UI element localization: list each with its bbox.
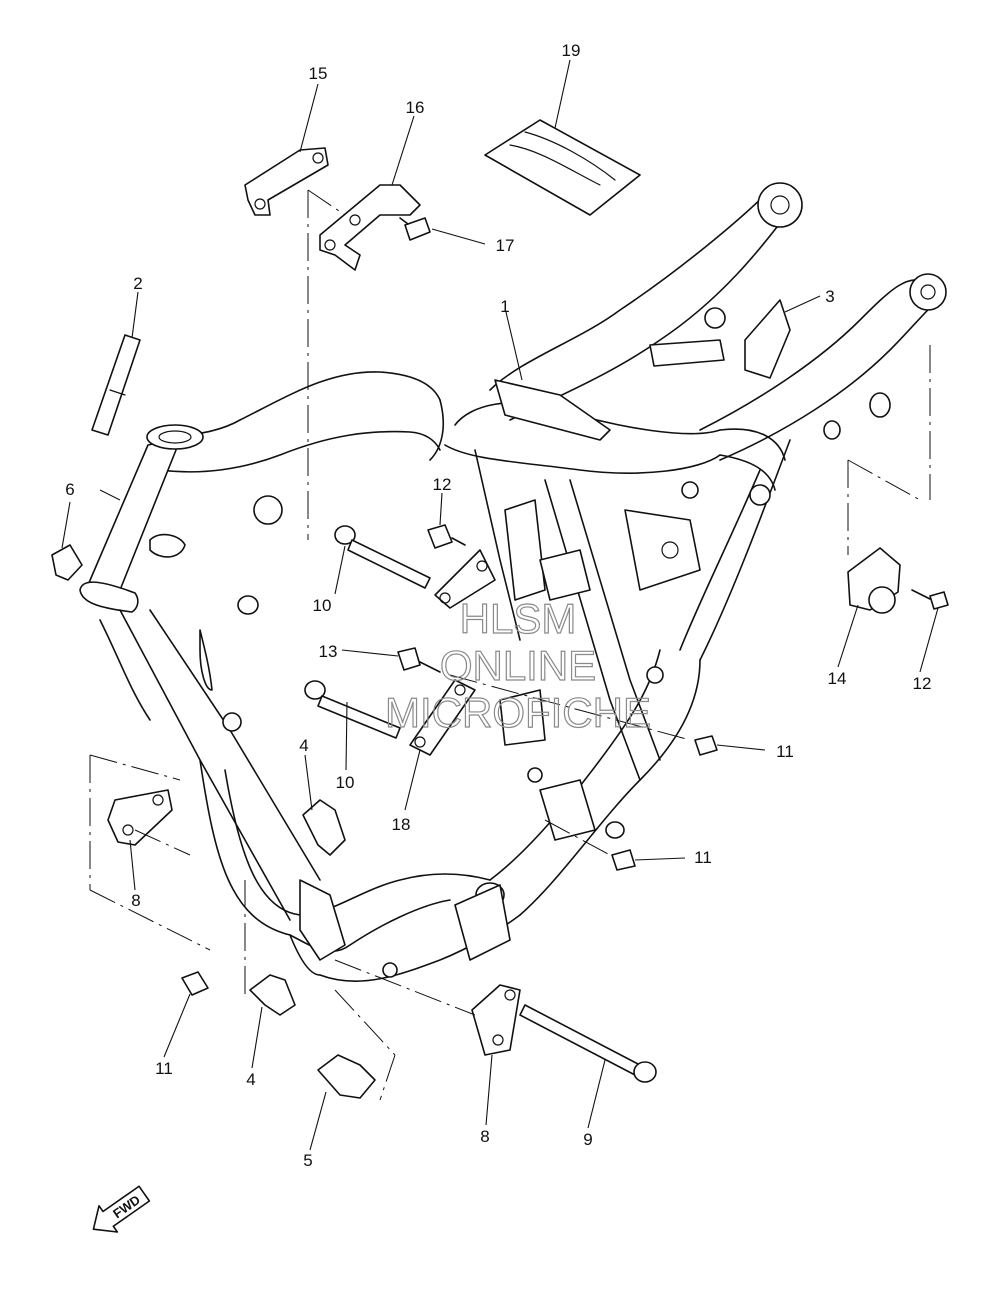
part-2-sticker <box>91 334 141 436</box>
callout-1: 1 <box>500 297 509 316</box>
callout-15: 12 <box>913 674 932 693</box>
callout-16: 16 <box>406 98 425 117</box>
watermark-line-3: MICROFICHE <box>385 689 651 736</box>
callout-6: 6 <box>65 480 74 499</box>
part-4-clamp-lower <box>249 974 296 1016</box>
callout-5: 5 <box>303 1151 312 1170</box>
callout-19: 19 <box>562 41 581 60</box>
part-14-bushing-bracket <box>847 547 901 614</box>
main-frame <box>79 182 947 982</box>
part-11-nut-right-lower <box>611 849 636 871</box>
part-18-engine-bracket-lower <box>409 679 476 756</box>
part-3-plate <box>744 299 791 379</box>
part-15-bolt <box>911 589 949 610</box>
part-12-bolt-upper <box>427 524 466 549</box>
part-13-bracket <box>244 147 329 216</box>
callout-10-upper: 10 <box>313 596 332 615</box>
part-5-clamp <box>317 1054 376 1099</box>
callout-2: 2 <box>133 274 142 293</box>
watermark: HLSM ONLINE MICROFICHE <box>384 594 651 736</box>
callout-4-lower: 4 <box>246 1070 255 1089</box>
callout-11-left: 11 <box>155 1059 173 1078</box>
part-10-bolt-upper <box>334 525 431 589</box>
leader-lines <box>61 59 939 1151</box>
callout-4-upper: 4 <box>299 736 308 755</box>
part-18-engine-bracket-upper <box>434 549 496 609</box>
part-8-bracket-lower <box>471 984 521 1056</box>
callout-12-upper: 12 <box>433 475 452 494</box>
callout-17: 17 <box>496 236 515 255</box>
callout-8-lower: 8 <box>480 1127 489 1146</box>
callout-3: 3 <box>825 287 834 306</box>
part-16-bracket <box>319 184 421 271</box>
part-4-clamp-upper <box>302 799 346 856</box>
watermark-line-2: ONLINE <box>440 642 596 689</box>
callout-11-right-lower: 11 <box>694 848 712 867</box>
part-12-bolt-lower <box>397 647 441 673</box>
callout-10-lower: 10 <box>336 773 355 792</box>
fwd-arrow: FWD <box>92 1185 151 1233</box>
callout-11-right-upper: 11 <box>776 742 794 761</box>
part-11-nut-left <box>181 971 209 996</box>
part-19-plate-bag <box>484 119 641 216</box>
callout-9: 9 <box>583 1130 592 1149</box>
reference-lines <box>89 189 931 1101</box>
callout-12-lower: 13 <box>319 642 338 661</box>
callout-13: 15 <box>309 64 328 83</box>
watermark-line-1: HLSM <box>460 595 577 642</box>
part-10-bolt-lower <box>304 680 401 739</box>
callout-8-left: 8 <box>131 891 140 910</box>
callout-14: 14 <box>828 669 847 688</box>
callout-labels: 19 15 16 17 3 1 2 6 12 10 13 10 18 4 11 … <box>65 41 931 1170</box>
part-17-bolt <box>399 217 431 241</box>
part-9-bolt <box>519 1004 657 1083</box>
callout-18: 18 <box>392 815 411 834</box>
part-6-cap <box>51 544 83 581</box>
part-8-bracket-left <box>107 789 173 846</box>
part-11-nut-right-upper <box>694 735 718 756</box>
